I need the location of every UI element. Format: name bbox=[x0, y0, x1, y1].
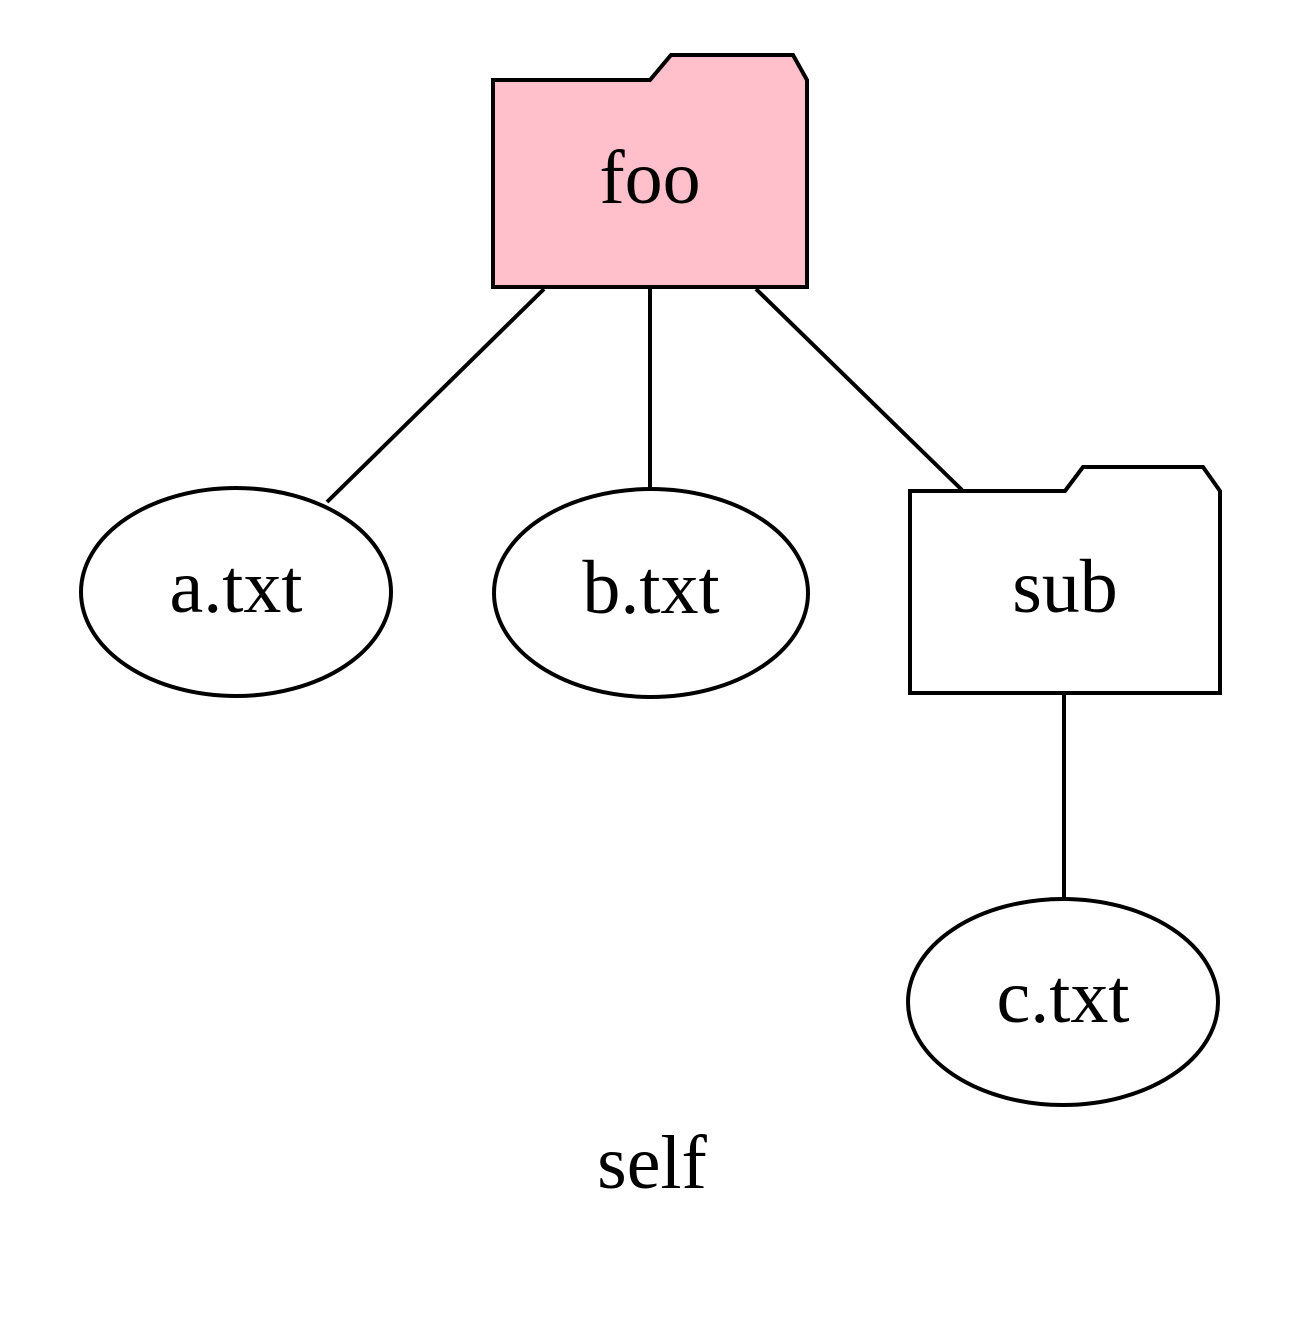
ellipse-a-txt-shape bbox=[79, 486, 393, 698]
folder-sub-shape bbox=[908, 465, 1222, 695]
node-sub: sub bbox=[908, 465, 1222, 695]
node-c-txt-label: c.txt bbox=[997, 955, 1130, 1039]
node-b-txt-label: b.txt bbox=[582, 546, 719, 630]
ellipse-c-txt-shape bbox=[906, 897, 1220, 1107]
folder-foo-shape bbox=[491, 53, 809, 289]
edges-group bbox=[325, 287, 1066, 899]
node-foo: foo bbox=[491, 53, 809, 289]
ellipse-b-txt-shape bbox=[492, 487, 810, 699]
node-foo-label: foo bbox=[599, 136, 700, 220]
edge-foo-to-a-txt bbox=[325, 287, 546, 504]
node-sub-label: sub bbox=[1012, 545, 1118, 629]
graph-caption: self bbox=[597, 1121, 707, 1205]
node-c-txt: c.txt bbox=[906, 897, 1220, 1107]
node-a-txt-label: a.txt bbox=[170, 545, 303, 629]
edge-foo-to-sub bbox=[754, 287, 964, 492]
node-a-txt: a.txt bbox=[79, 486, 393, 698]
node-b-txt: b.txt bbox=[492, 487, 810, 699]
